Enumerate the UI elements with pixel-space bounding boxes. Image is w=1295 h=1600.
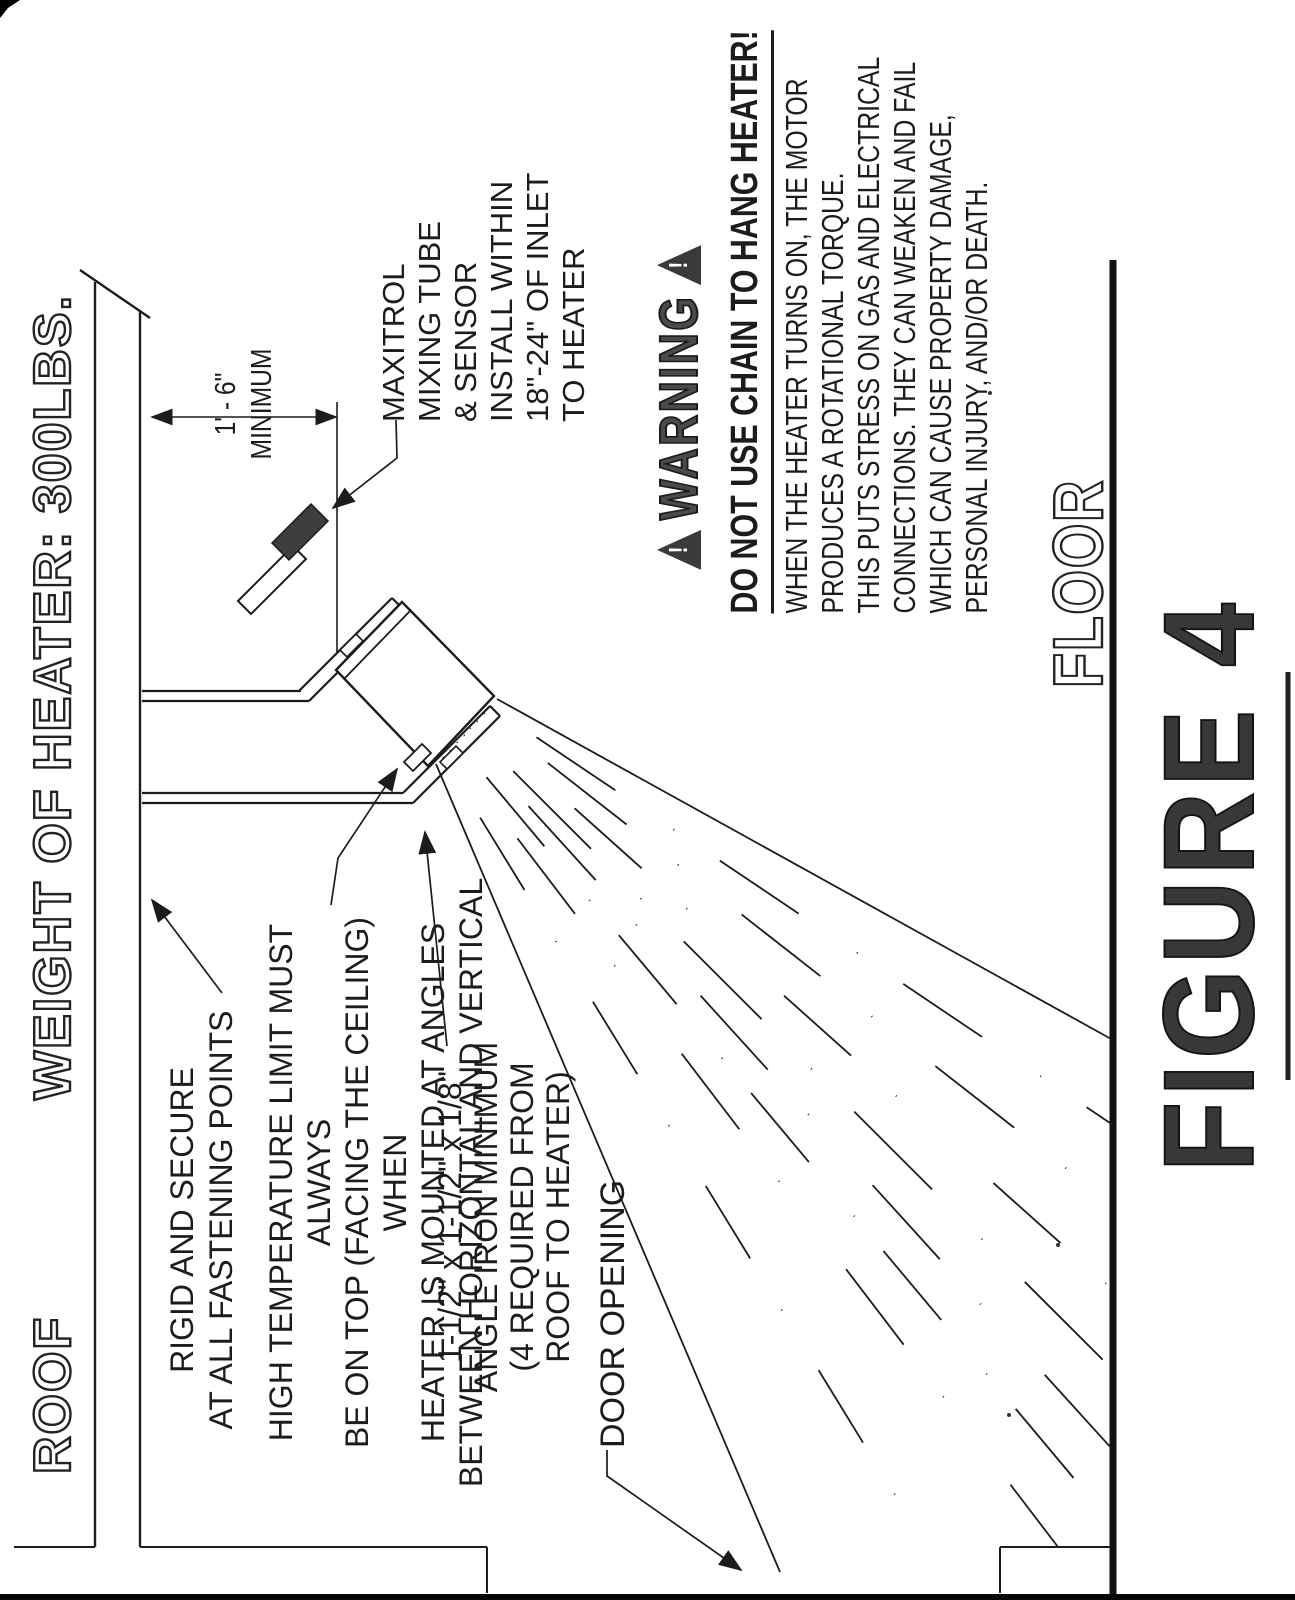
bracket-tab (438, 744, 465, 771)
warning-exclamation: ! (663, 546, 693, 554)
figure-title: FIGURE 4 (1137, 597, 1282, 1173)
angle-iron-note: 1-1/2" x 1-1/2" x 1/8" ANGLE IRON MINIMU… (432, 1002, 576, 1432)
angle-iron-line: ROOF TO HEATER) (540, 1071, 576, 1363)
maxitrol-line: 18"-24" OF INLET (520, 172, 555, 422)
angle-iron-hangers (142, 597, 501, 805)
scan-speck (988, 391, 992, 395)
warning-body-line: PERSONAL INJURY, AND/OR DEATH. (958, 181, 994, 614)
leader-high-temp (330, 767, 399, 906)
high-temp-line: BE ON TOP (FACING THE CEILING) WHEN (339, 916, 413, 1449)
maxitrol-assembly (236, 502, 330, 616)
angle-iron-line: (4 REQUIRED FROM (504, 1062, 540, 1372)
maxitrol-line: MAXITROL (376, 263, 411, 422)
warning-body: WHEN THE HEATER TURNS ON, THE MOTOR PROD… (778, 56, 995, 614)
maxitrol-line: MIXING TUBE (412, 221, 447, 422)
scan-speck (1007, 1413, 1011, 1417)
maxitrol-line: & SENSOR (448, 261, 483, 422)
dimension-label: 1' - 6" MINIMUM (208, 336, 280, 472)
dimension-minimum: MINIMUM (246, 348, 278, 460)
dimension-1ft6 (150, 402, 338, 654)
roof-label: ROOF (23, 1315, 83, 1476)
angle-iron-line: ANGLE IRON MINIMUM (468, 1041, 504, 1393)
warning-body-line: CONNECTIONS. THEY CAN WEAKEN AND FAIL (886, 61, 922, 614)
wall-and-door (14, 1546, 1113, 1593)
bracket-tab (338, 632, 365, 659)
warning-heading-row: ! WARNING ! (648, 202, 710, 614)
heater-body (334, 600, 496, 773)
warning-exclamation: ! (663, 261, 693, 269)
weight-label: WEIGHT OF HEATER: 300LBS. (23, 293, 83, 1101)
warning-panel: ! WARNING ! DO NOT USE CHAIN TO HANG HEA… (648, 30, 995, 614)
warning-body-line: PRODUCES A ROTATIONAL TORQUE. (814, 172, 850, 614)
leader-lines (150, 419, 743, 1572)
warning-title: WARNING (648, 294, 710, 521)
warning-icon: ! (657, 530, 701, 570)
rigid-line: AT ALL FASTENING POINTS (203, 1010, 239, 1430)
mixing-tube (236, 544, 308, 616)
rigid-note: RIGID AND SECURE AT ALL FASTENING POINTS (163, 975, 241, 1465)
floor-label: FLOOR (1038, 478, 1118, 689)
angle-iron-line: 1-1/2" x 1-1/2" x 1/8" (432, 1071, 468, 1363)
leader-rigid (150, 898, 223, 994)
leader-maxitrol (331, 419, 398, 510)
door-label: DOOR OPENING (594, 1179, 632, 1448)
warning-body-line: WHICH CAN CAUSE PROPERTY DAMAGE, (922, 114, 958, 614)
warning-icon: ! (657, 245, 701, 285)
maxitrol-line: TO HEATER (556, 247, 591, 422)
warning-headline: DO NOT USE CHAIN TO HANG HEATER! (724, 30, 774, 614)
roof-lines (79, 269, 151, 1547)
sensor (270, 502, 330, 562)
warning-body-line: THIS PUTS STRESS ON GAS AND ELECTRICAL (850, 56, 886, 614)
heater-louver (402, 742, 433, 773)
scan-corner-mark (0, 0, 20, 18)
high-temp-line: HIGH TEMPERATURE LIMIT MUST ALWAYS (263, 923, 337, 1442)
scan-edge-bar (0, 1594, 1295, 1600)
leader-angle-iron (418, 830, 448, 1047)
air-throw-pattern (435, 698, 1114, 1573)
warning-body-line: WHEN THE HEATER TURNS ON, THE MOTOR (778, 78, 814, 614)
dimension-value: 1' - 6" (210, 372, 242, 436)
maxitrol-note: MAXITROL MIXING TUBE & SENSOR INSTALL WI… (376, 173, 592, 422)
scan-speck (1056, 1243, 1060, 1247)
maxitrol-line: INSTALL WITHIN (484, 180, 519, 422)
rigid-line: RIGID AND SECURE (164, 1067, 200, 1373)
leader-door (606, 1450, 743, 1572)
